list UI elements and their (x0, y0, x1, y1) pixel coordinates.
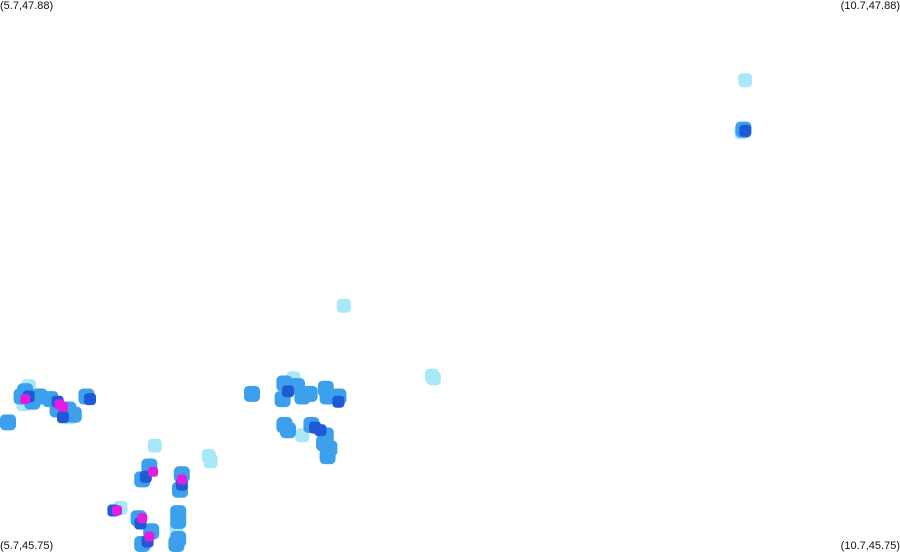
echo-strong (739, 124, 752, 137)
echo-extreme (112, 505, 122, 516)
echo-medium (280, 422, 296, 439)
echo-extreme (20, 394, 31, 405)
echo-light (426, 371, 441, 386)
corner-label-top-right: (10.7,47.88) (840, 0, 900, 12)
echo-medium (244, 385, 260, 402)
echo-medium (65, 406, 82, 423)
echo-light (203, 454, 218, 469)
echo-strong (57, 411, 69, 424)
echo-light (738, 73, 753, 88)
echo-strong (332, 395, 345, 408)
echo-strong (282, 385, 294, 398)
echo-light (336, 298, 351, 313)
corner-label-bottom-right: (10.7,45.75) (840, 540, 900, 552)
echo-strong (314, 424, 327, 437)
echo-medium (301, 385, 318, 402)
echo-medium (0, 414, 16, 431)
echo-extreme (137, 513, 148, 524)
echo-extreme (58, 401, 68, 412)
echo-strong (84, 393, 96, 406)
corner-label-top-left: (5.7,47.88) (0, 0, 54, 12)
echo-light (147, 438, 162, 453)
echo-medium (319, 448, 336, 465)
echo-medium (168, 536, 185, 552)
echo-extreme (144, 531, 155, 542)
echo-extreme (176, 474, 187, 485)
echo-extreme (148, 466, 158, 477)
corner-label-bottom-left: (5.7,45.75) (0, 540, 54, 552)
echo-medium (170, 512, 187, 529)
